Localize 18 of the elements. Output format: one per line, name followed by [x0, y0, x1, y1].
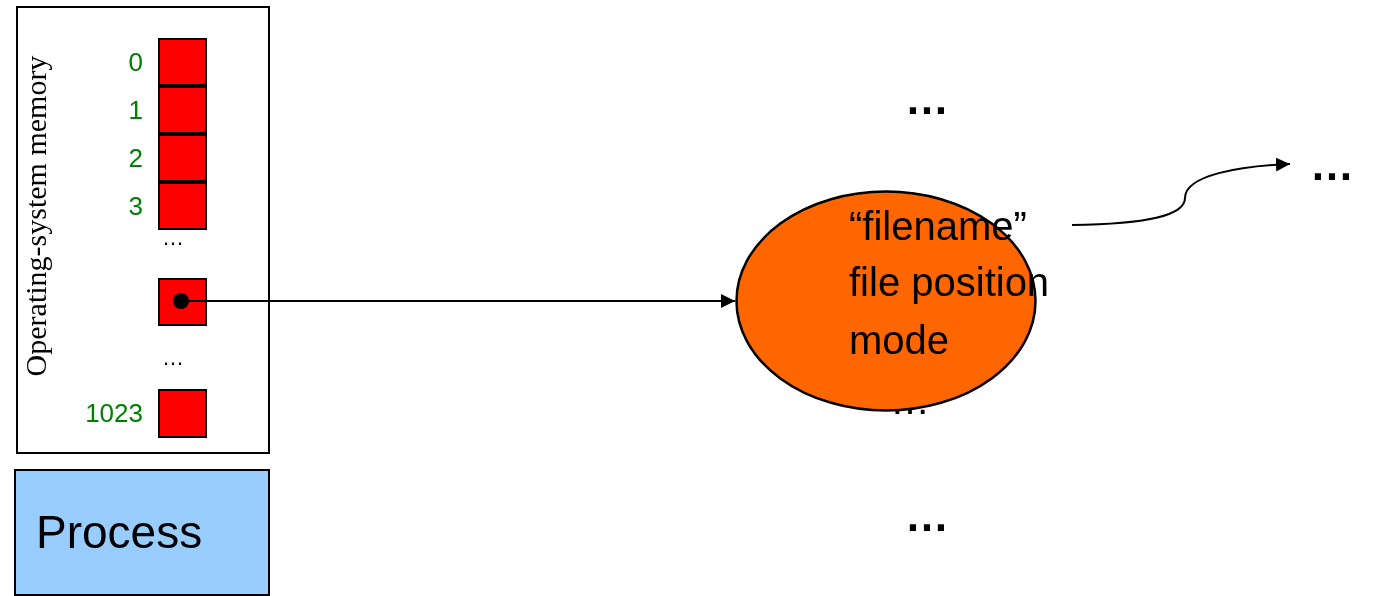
arrow: [173, 293, 736, 309]
ellipsis-text: …: [162, 225, 184, 251]
ellipsis-text: …: [162, 345, 184, 371]
index-number: 1023: [84, 398, 143, 428]
table-slot: [158, 86, 207, 134]
table-slot: [158, 278, 207, 326]
field-text: mode: [849, 318, 950, 362]
table-slot: [158, 182, 207, 230]
table-slot: [158, 38, 207, 86]
arrow: [1071, 157, 1291, 226]
panel-title: Operating-system memory: [20, 54, 52, 379]
ellipsis-text: …: [905, 75, 949, 123]
table-slot: [158, 134, 207, 182]
ellipsis-text: …: [1310, 140, 1374, 190]
ellipsis-text: …: [905, 492, 949, 540]
table-slot: [158, 389, 207, 438]
memory-panel: [16, 6, 270, 454]
process-box: Process: [14, 469, 270, 596]
